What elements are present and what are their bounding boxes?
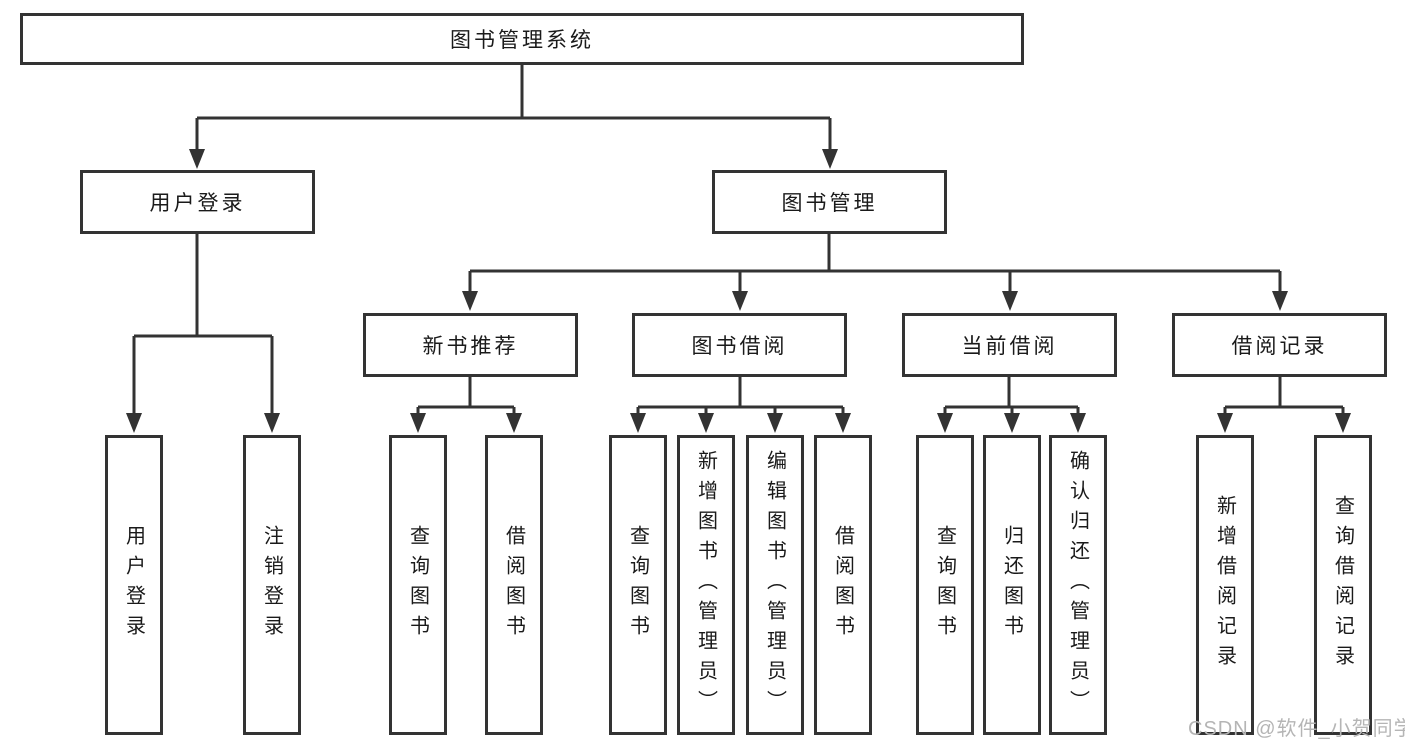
leaf-query-books-borrowing: 查询图书 (609, 435, 667, 735)
leaf-user-login: 用户登录 (105, 435, 163, 735)
connector-current-borrowing-to-leaves (943, 375, 1080, 416)
leaf-label: 借阅图书 (831, 525, 854, 645)
leaf-add-borrow-record: 新增借阅记录 (1196, 435, 1254, 735)
leaf-logout: 注销登录 (243, 435, 301, 735)
connector-book-management-to-level3 (468, 233, 1282, 294)
connector-borrow-records-to-leaves (1223, 375, 1345, 416)
node-label: 图书借阅 (691, 335, 788, 358)
leaf-label: 注销登录 (260, 525, 283, 645)
leaf-label: 确认归还（管理员） (1066, 450, 1089, 720)
connector-user-login-to-leaves (132, 233, 274, 416)
node-book-management: 图书管理 (712, 170, 947, 234)
leaf-label: 查询图书 (406, 525, 429, 645)
leaf-add-books-admin: 新增图书（管理员） (677, 435, 735, 735)
node-label: 图书管理 (781, 192, 878, 215)
leaf-label: 编辑图书（管理员） (763, 450, 786, 720)
node-library-management-system: 图书管理系统 (20, 13, 1024, 65)
leaf-confirm-return-admin: 确认归还（管理员） (1049, 435, 1107, 735)
node-borrow-records: 借阅记录 (1172, 313, 1387, 377)
watermark: CSDN @软件_小贺同学 (1188, 718, 1405, 740)
node-label: 借阅记录 (1231, 335, 1328, 358)
leaf-query-borrow-record: 查询借阅记录 (1314, 435, 1372, 735)
node-new-book-recommendation: 新书推荐 (363, 313, 578, 377)
node-label: 用户登录 (149, 192, 246, 215)
connector-new-book-to-leaves (416, 375, 516, 416)
node-label: 图书管理系统 (450, 29, 594, 52)
leaf-label: 归还图书 (1000, 525, 1023, 645)
leaf-return-books: 归还图书 (983, 435, 1041, 735)
leaf-label: 用户登录 (122, 525, 145, 645)
leaf-label: 查询借阅记录 (1331, 495, 1354, 675)
node-user-login: 用户登录 (80, 170, 315, 234)
leaf-query-books-recommend: 查询图书 (389, 435, 447, 735)
node-current-borrowing: 当前借阅 (902, 313, 1117, 377)
leaf-label: 新增图书（管理员） (694, 450, 717, 720)
connector-root-to-level2 (195, 65, 832, 152)
leaf-label: 查询图书 (626, 525, 649, 645)
leaf-query-books-current: 查询图书 (916, 435, 974, 735)
node-book-borrowing: 图书借阅 (632, 313, 847, 377)
leaf-label: 借阅图书 (502, 525, 525, 645)
leaf-edit-books-admin: 编辑图书（管理员） (746, 435, 804, 735)
node-label: 当前借阅 (961, 335, 1058, 358)
connector-book-borrowing-to-leaves (636, 375, 845, 416)
leaf-borrow-books-recommend: 借阅图书 (485, 435, 543, 735)
node-label: 新书推荐 (422, 335, 519, 358)
leaf-borrow-books: 借阅图书 (814, 435, 872, 735)
leaf-label: 新增借阅记录 (1213, 495, 1236, 675)
leaf-label: 查询图书 (933, 525, 956, 645)
